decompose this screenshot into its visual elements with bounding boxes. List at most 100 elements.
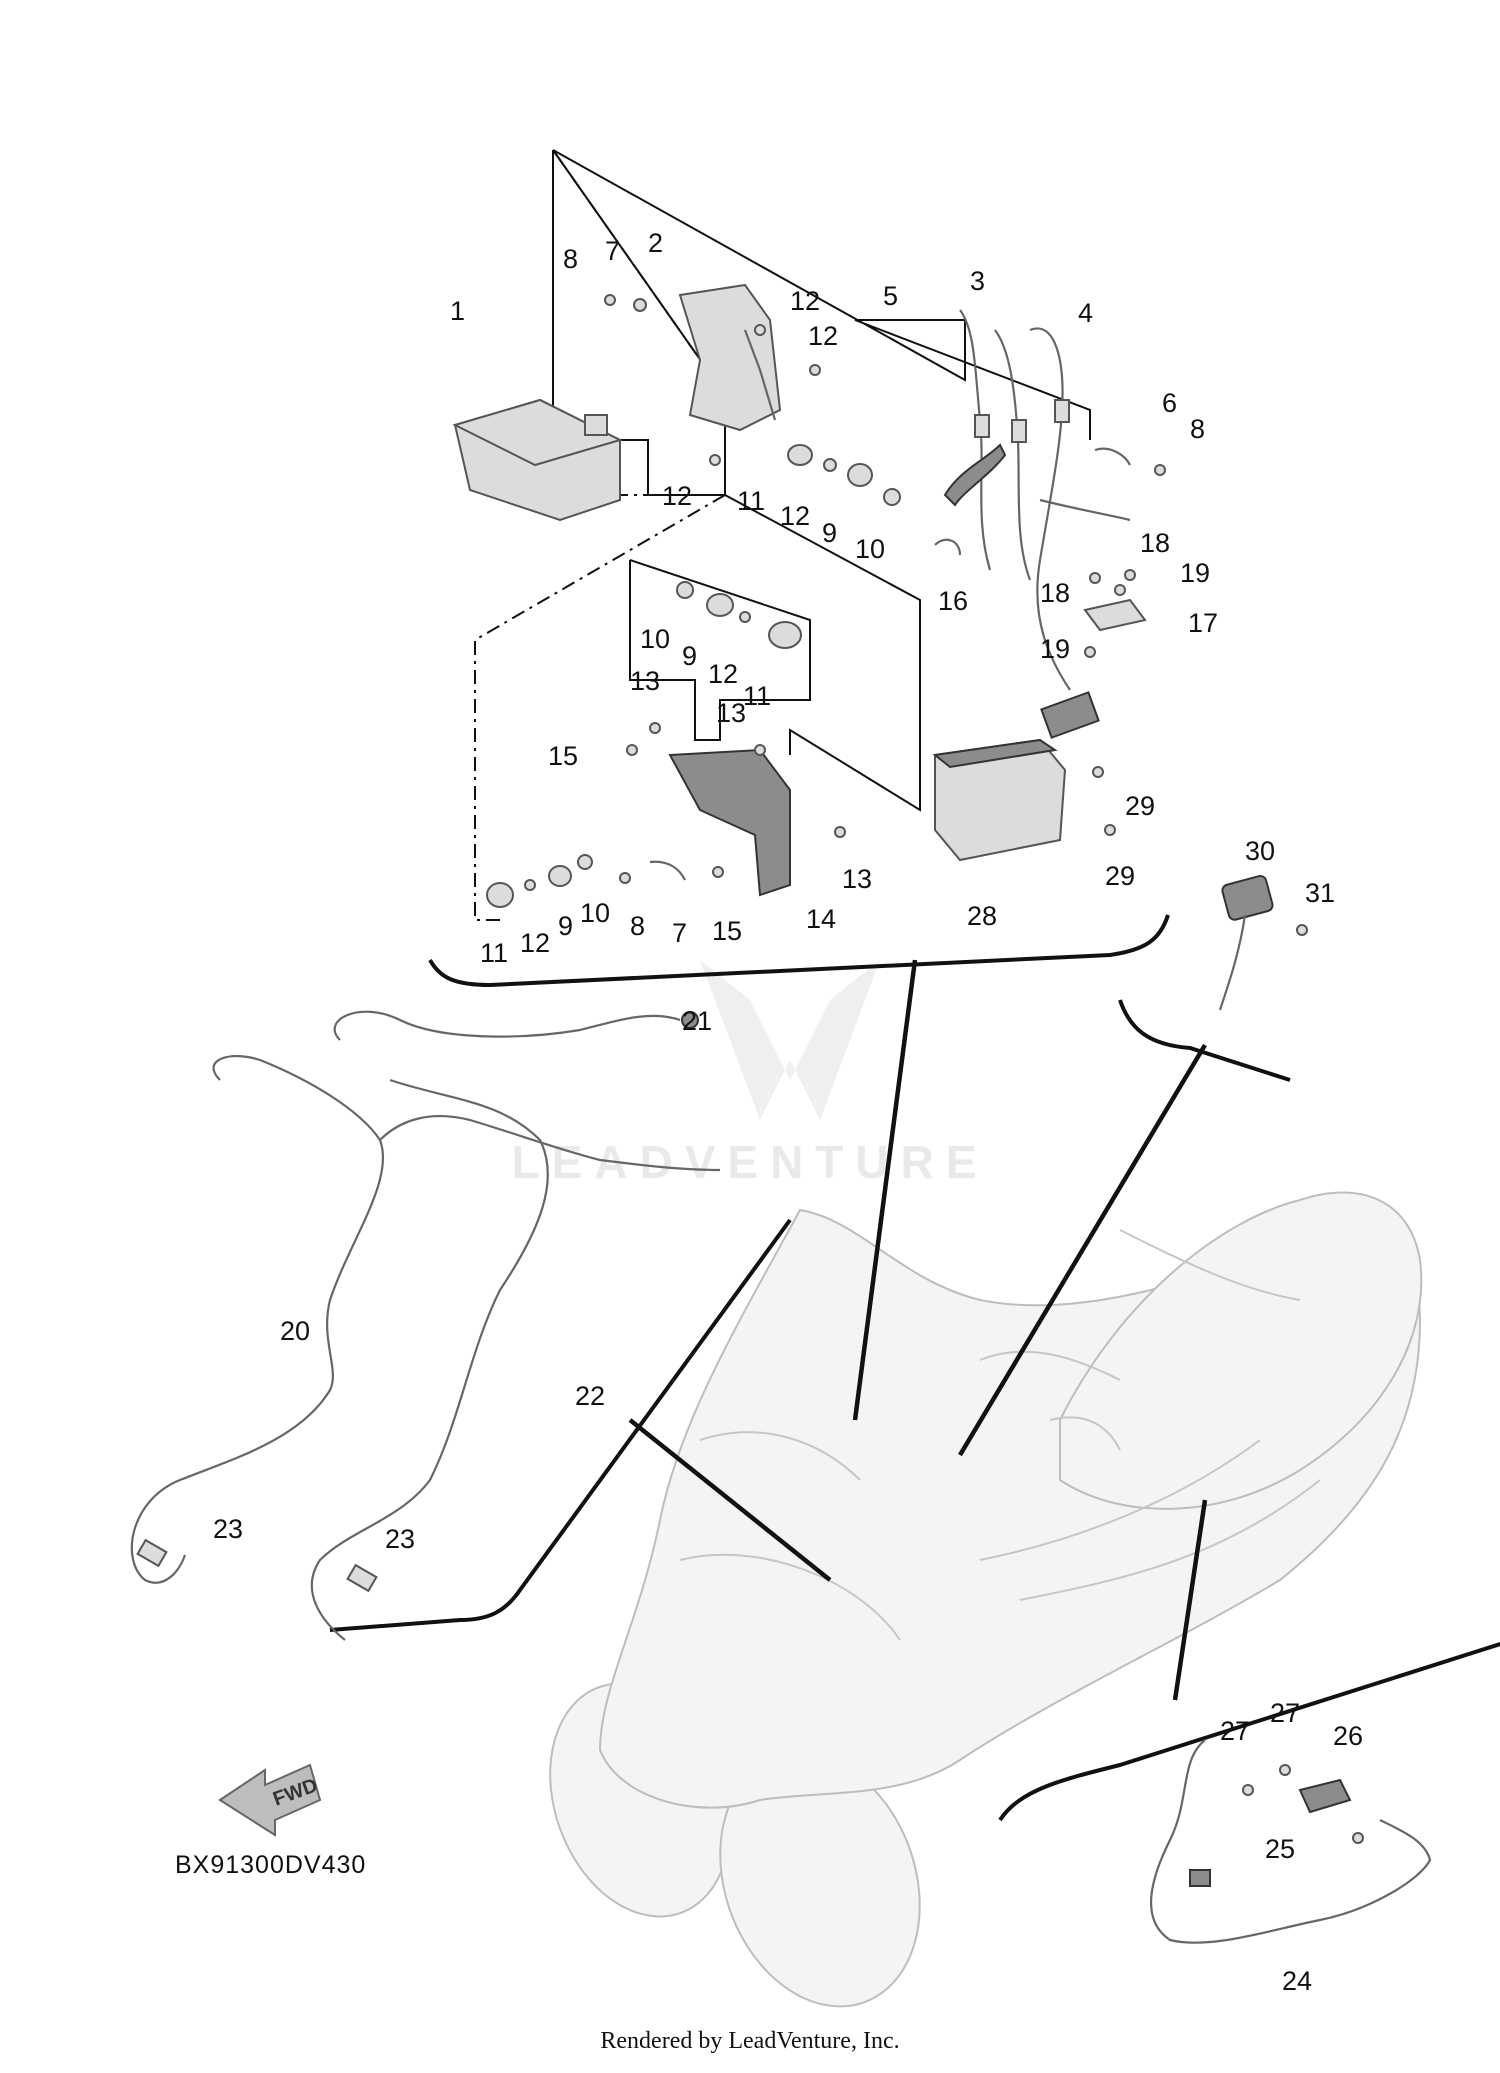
callout-26: 26 xyxy=(1333,1721,1363,1751)
clamp-17 xyxy=(1083,598,1147,632)
nut-12b-icon xyxy=(809,364,821,376)
bolt-8-icon xyxy=(604,294,616,306)
callout-27b: 27 xyxy=(1270,1698,1300,1728)
ecu-bracket-14 xyxy=(668,748,791,897)
footer-credit: Rendered by LeadVenture, Inc. xyxy=(600,2028,900,2054)
callout-4: 4 xyxy=(1078,298,1093,328)
brake-pipe-4 xyxy=(1029,327,1071,691)
callout-12b: 12 xyxy=(808,321,838,351)
frame-left-bracket xyxy=(329,1218,792,1632)
callout-7b: 7 xyxy=(672,918,687,948)
callout-18a: 18 xyxy=(1140,528,1170,558)
callout-22: 22 xyxy=(575,1381,605,1411)
bolt-7b-icon xyxy=(649,860,686,881)
leader-sensor-30 xyxy=(958,1043,1207,1457)
bolt-27a-icon xyxy=(1242,1784,1254,1796)
abs-hydraulic-unit xyxy=(452,398,623,522)
bolt-18b-icon xyxy=(1114,584,1126,596)
abs-ecu xyxy=(932,738,1116,862)
callout-24: 24 xyxy=(1282,1966,1312,1996)
callout-15a: 15 xyxy=(548,741,578,771)
connector-21-icon xyxy=(681,1011,699,1029)
leader-rear-sensor xyxy=(1172,1499,1208,1701)
callout-9b: 9 xyxy=(682,641,697,671)
pipe-end-connector xyxy=(1040,691,1100,739)
collar-12f-icon xyxy=(524,879,536,891)
bolt-8b-icon xyxy=(1154,464,1166,476)
bolt-13a-icon xyxy=(649,722,661,734)
collar-12e-icon xyxy=(739,611,751,623)
rear-sensor-assembly xyxy=(1150,1739,1432,1944)
callout-23b: 23 xyxy=(385,1524,415,1554)
frame-inner-box xyxy=(629,559,811,741)
callout-10a: 10 xyxy=(855,534,885,564)
lower-mount-assembly xyxy=(486,581,846,908)
callout-13b: 13 xyxy=(716,698,746,728)
frame-right-bracket xyxy=(998,1641,1500,1822)
nut-25-icon xyxy=(1352,1832,1364,1844)
callout-19a: 19 xyxy=(1180,558,1210,588)
brake-hose-b xyxy=(1039,498,1131,522)
bolt-15b-icon xyxy=(712,866,724,878)
bolt-18a-icon xyxy=(1089,572,1101,584)
callout-29b: 29 xyxy=(1105,861,1135,891)
abs-unit-top xyxy=(452,398,623,467)
callouts: 1 2 3 4 5 6 7 7 8 8 8 9 9 9 10 10 10 11 … xyxy=(213,228,1363,1996)
damper-11c-icon xyxy=(486,882,514,908)
frame-lower-bracket xyxy=(428,914,1170,988)
callout-11b: 11 xyxy=(743,681,771,711)
ecu-top xyxy=(932,738,1058,769)
bolt-7-icon xyxy=(633,298,647,312)
callout-27a: 27 xyxy=(1220,1716,1250,1746)
washer-10b-icon xyxy=(676,581,694,599)
callout-23a: 23 xyxy=(213,1514,243,1544)
callout-9c: 9 xyxy=(558,911,573,941)
frame-sensor-bracket xyxy=(1118,999,1291,1082)
callout-7a: 7 xyxy=(605,236,620,266)
pipe-fitting-c xyxy=(1054,399,1070,423)
callout-13c: 13 xyxy=(842,864,872,894)
bolt-15a-icon xyxy=(626,744,638,756)
fwd-arrow-icon xyxy=(218,1763,322,1837)
fwd-arrow: FWD xyxy=(218,1763,322,1837)
scooter-panel-lines xyxy=(679,1229,1321,1641)
callout-9a: 9 xyxy=(822,518,837,548)
harness-21 xyxy=(379,1114,721,1172)
callout-5: 5 xyxy=(883,281,898,311)
callout-12d: 12 xyxy=(780,501,810,531)
damper-11a-icon xyxy=(787,444,813,466)
callout-12a: 12 xyxy=(790,286,820,316)
rear-connector-icon xyxy=(1189,1869,1211,1887)
frame-upper-line xyxy=(552,149,1091,440)
callout-30: 30 xyxy=(1245,836,1275,866)
rear-sensor-wire-24 xyxy=(1150,1739,1432,1944)
callout-20: 20 xyxy=(280,1316,310,1346)
callout-19b: 19 xyxy=(1040,634,1070,664)
clip-16 xyxy=(934,538,962,556)
bolt-13c-icon xyxy=(834,826,846,838)
frame-lower-right xyxy=(724,494,921,812)
callout-3: 3 xyxy=(970,266,985,296)
exploded-view-frame xyxy=(329,149,1500,1822)
callout-12f: 12 xyxy=(520,928,550,958)
callout-21: 21 xyxy=(682,1006,712,1036)
watermark-text: LEADVENTURE xyxy=(511,1136,988,1188)
damper-9a-icon xyxy=(847,463,873,487)
bolt-19b-icon xyxy=(1084,646,1096,658)
callout-25: 25 xyxy=(1265,1834,1295,1864)
callout-11a: 11 xyxy=(737,486,765,516)
damper-9b-icon xyxy=(706,593,734,617)
sensor-30-wire xyxy=(1218,914,1247,1011)
watermark-logo-icon xyxy=(700,960,880,1120)
callout-8b: 8 xyxy=(1190,414,1205,444)
wire-harnesses xyxy=(130,1010,721,1641)
callout-8a: 8 xyxy=(563,244,578,274)
leader-lines xyxy=(628,959,1208,1701)
abs-bracket-assembly xyxy=(604,283,901,506)
sensor-23b-icon xyxy=(346,1563,378,1593)
washer-10c-icon xyxy=(577,854,593,870)
callout-11c: 11 xyxy=(480,938,508,968)
abs-unit-port xyxy=(584,414,608,436)
callout-6: 6 xyxy=(1162,388,1177,418)
callout-12c: 12 xyxy=(662,481,692,511)
